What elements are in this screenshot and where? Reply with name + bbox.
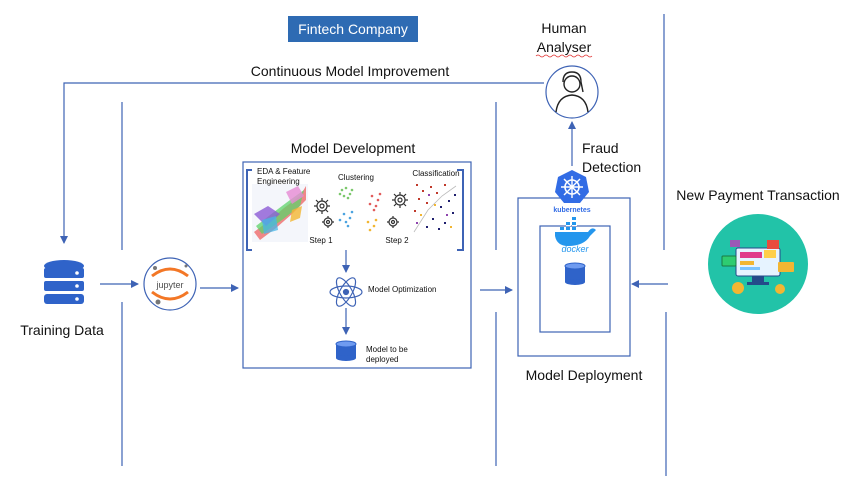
gear-icon [387,192,408,228]
database-icon [44,260,84,304]
clustering-label: Clustering [338,173,374,182]
clustering-scatter [338,186,382,232]
eda-label-line1: EDA & Feature [257,167,311,176]
gear-icon [314,198,334,228]
feedback-arrow [60,82,544,244]
human-label-line2: Analyser [537,39,592,55]
eda-scatter-plot [252,184,308,242]
divider-lines [121,14,667,476]
docker-logo: docker [555,217,596,254]
company-badge: Fintech Company [288,16,418,42]
classification-label: Classification [412,169,459,178]
kubernetes-logo: kubernetes [553,170,591,214]
docker-label: docker [561,244,589,254]
classification-scatter [413,184,457,233]
jupyter-label: jupyter [155,280,183,290]
model-development-label: Model Development [291,140,416,156]
step2-label: Step 2 [385,236,409,245]
person-icon [545,65,599,119]
new-payment-label: New Payment Transaction [676,187,839,203]
kubernetes-label: kubernetes [553,207,590,214]
fraud-label: Fraud [582,140,619,156]
model-deploy-label-line1: Model to be [366,345,408,354]
model-optimization-label: Model Optimization [368,285,436,294]
payment-icon [708,214,808,314]
training-data-label: Training Data [20,322,104,338]
deployed-model-cylinder-icon [564,262,586,285]
eda-label-line2: Engineering [257,177,300,186]
model-deployment-label: Model Deployment [526,367,643,383]
step1-label: Step 1 [309,236,333,245]
atom-icon [329,277,363,307]
detection-label: Detection [582,159,641,175]
jupyter-logo: jupyter [143,257,197,311]
human-label-line1: Human [541,20,586,36]
continuous-improvement-label: Continuous Model Improvement [251,63,450,79]
model-cylinder-icon [335,340,357,361]
model-development-box [242,161,472,369]
model-deploy-label-line2: deployed [366,355,398,364]
